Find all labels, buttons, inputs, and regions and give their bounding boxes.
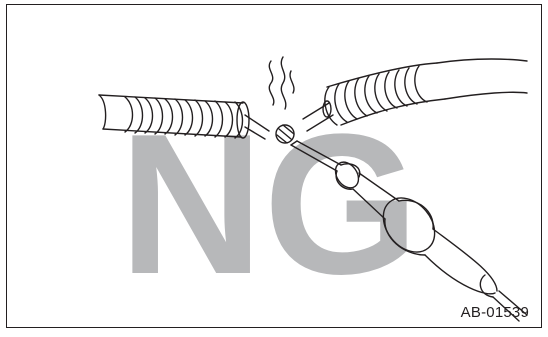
figure-id-label: AB-01539 (460, 304, 529, 321)
ng-watermark: NG (119, 93, 419, 316)
solder-joint (275, 124, 295, 144)
soldering-iron (290, 140, 528, 322)
right-cable (302, 58, 528, 132)
left-cable (98, 94, 270, 140)
illustration: NG (98, 56, 528, 322)
figure-frame: NG (6, 4, 542, 328)
smoke (268, 56, 295, 110)
